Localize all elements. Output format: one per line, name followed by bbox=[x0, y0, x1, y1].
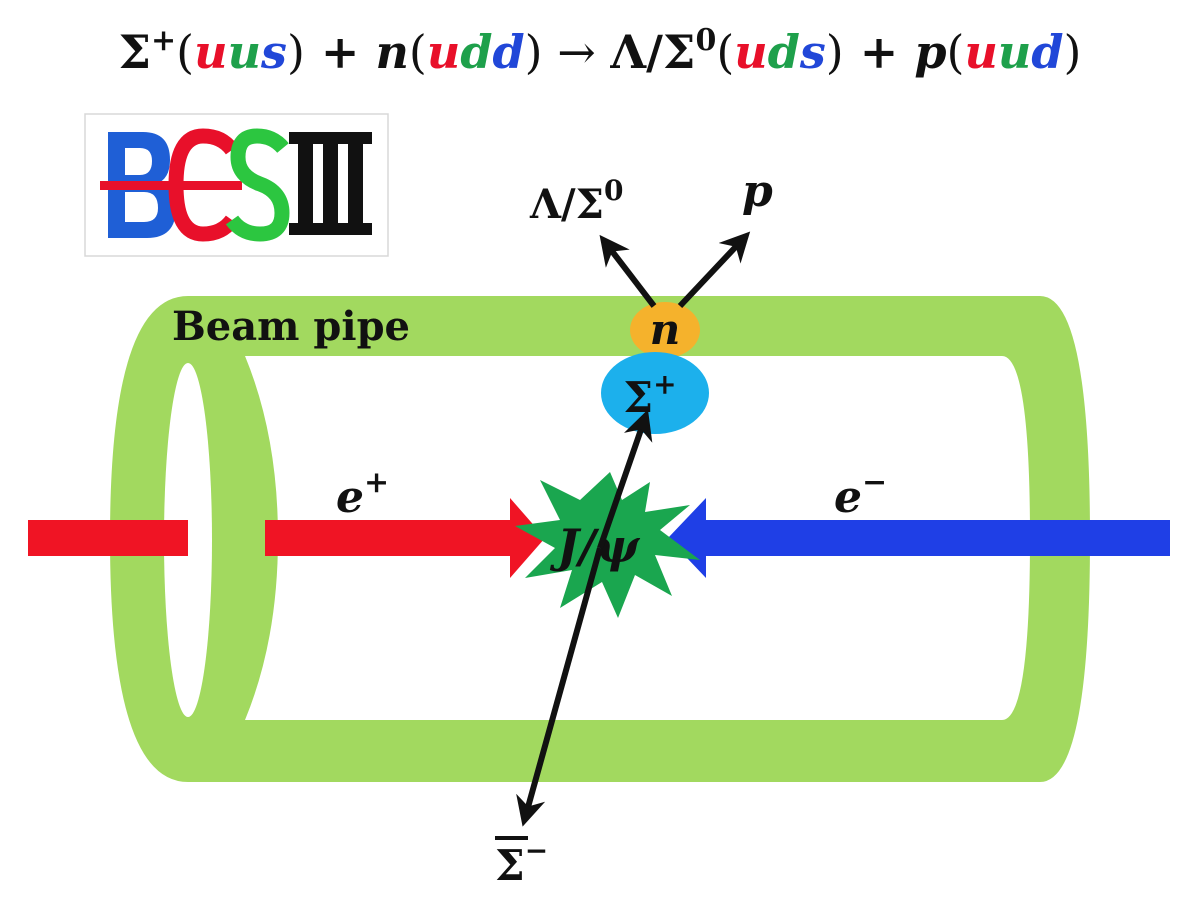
eq-q3-2: s bbox=[799, 25, 826, 79]
beam-pipe-label: Beam pipe bbox=[172, 303, 410, 350]
logo-crossbar bbox=[100, 181, 242, 190]
jpsi-burst bbox=[515, 472, 700, 618]
e-plus-label: e+ bbox=[336, 465, 389, 523]
roman-three-icon bbox=[289, 132, 372, 235]
e-minus-label: e− bbox=[834, 465, 887, 523]
eq-lambda-sigma0: Λ/Σ bbox=[609, 25, 695, 79]
eq-q1-0: u bbox=[194, 25, 227, 79]
svg-text:Σ−: Σ− bbox=[495, 834, 548, 890]
lambda-sigma0-label: Λ/Σ0 bbox=[529, 174, 623, 228]
eq-q3-1: d bbox=[768, 25, 800, 79]
reaction-equation: Σ+(uus) + n(udd) → Λ/Σ0(uds) + p(uud) bbox=[119, 23, 1082, 79]
lambda-track-arrow bbox=[599, 234, 657, 308]
eq-q4-0: u bbox=[964, 25, 997, 79]
eq-neutron: n bbox=[375, 25, 408, 79]
positron-beam bbox=[28, 498, 545, 578]
eq-sigma-plus: Σ bbox=[119, 25, 152, 79]
eq-q2-1: d bbox=[460, 25, 492, 79]
eq-q4-1: u bbox=[998, 25, 1031, 79]
eq-q4-2: d bbox=[1031, 25, 1063, 79]
eq-arrow: → bbox=[543, 25, 611, 79]
sigma-plus-track-arrow bbox=[597, 409, 653, 549]
neutron-label: n bbox=[650, 305, 681, 354]
anti-sigma-minus-label: Σ− bbox=[495, 834, 548, 890]
eq-q2-0: u bbox=[427, 25, 460, 79]
eq-sigma-plus-sup: + bbox=[151, 23, 176, 58]
neutron-blob bbox=[630, 302, 700, 358]
eq-q1-2: s bbox=[260, 25, 287, 79]
logo-letter-s bbox=[225, 128, 290, 242]
eq-q1-1: u bbox=[228, 25, 261, 79]
eq-proton: p bbox=[914, 25, 946, 79]
electron-beam bbox=[668, 498, 1170, 578]
eq-q2-2: d bbox=[493, 25, 525, 79]
proton-label: p bbox=[742, 166, 773, 217]
bes3-logo bbox=[84, 113, 389, 257]
beam-pipe-body bbox=[110, 296, 1090, 782]
eq-q3-0: u bbox=[734, 25, 767, 79]
anti-sigma-track-arrow bbox=[516, 547, 603, 827]
proton-track-arrow bbox=[677, 231, 751, 309]
